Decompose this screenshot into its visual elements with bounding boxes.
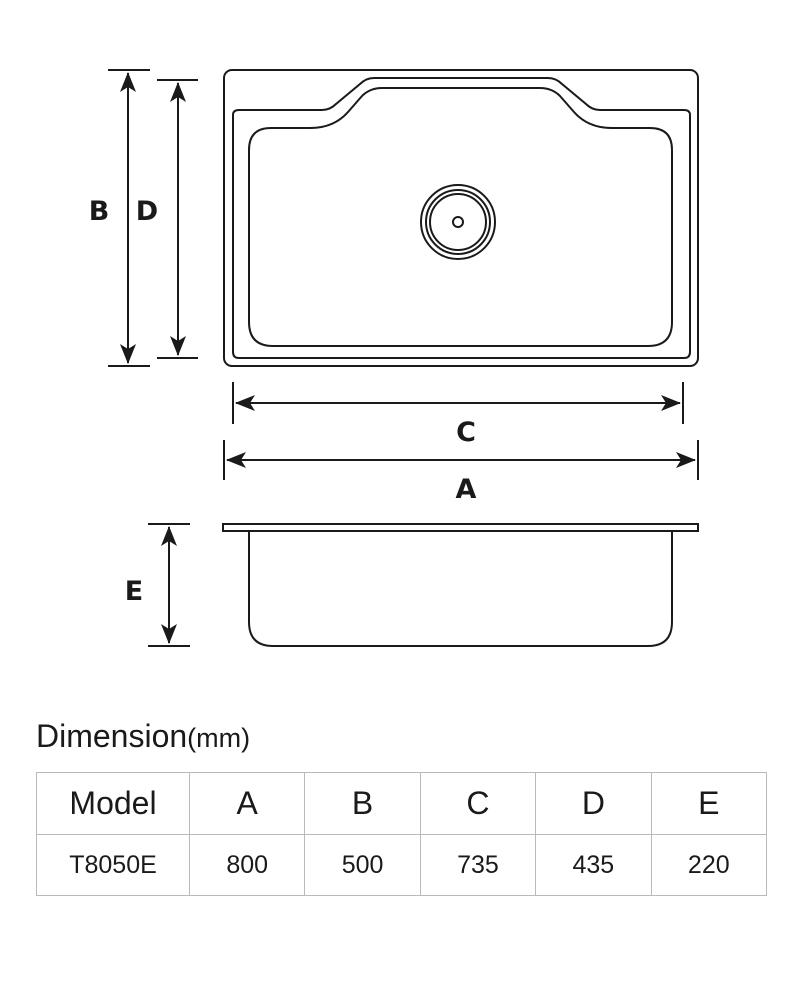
- dimension-e: [148, 523, 190, 647]
- dimension-e-label: E: [125, 576, 143, 607]
- header-d: D: [535, 772, 652, 835]
- sink-deck-edge: [232, 77, 691, 359]
- sink-bowl-edge: [248, 87, 673, 347]
- dimension-title-text: Dimension: [36, 718, 188, 754]
- cell-e: 220: [650, 834, 768, 896]
- table-row: T8050E 800 500 735 435 220: [36, 834, 768, 896]
- dimension-d-label: D: [136, 196, 158, 227]
- cell-model: T8050E: [36, 834, 190, 896]
- cell-b: 500: [304, 834, 421, 896]
- dimension-table: Model A B C D E T8050E 800 500 735 435 2…: [36, 772, 768, 896]
- dimension-c-label: C: [456, 417, 476, 448]
- sink-outer-rim: [223, 69, 699, 367]
- dimension-title-unit: (mm): [187, 723, 251, 753]
- dimension-d: [157, 79, 198, 359]
- header-e: E: [650, 772, 768, 835]
- cell-d: 435: [535, 834, 652, 896]
- header-a: A: [188, 772, 306, 835]
- drain-icon: [420, 184, 496, 260]
- cell-c: 735: [419, 834, 537, 896]
- dimension-a: [223, 440, 699, 480]
- header-c: C: [419, 772, 537, 835]
- dimension-c: [232, 382, 684, 424]
- table-header-row: Model A B C D E: [36, 772, 768, 835]
- dimension-b: [108, 69, 150, 367]
- header-model: Model: [36, 772, 190, 835]
- dimension-b-label: B: [89, 196, 110, 227]
- sink-side-view: [222, 523, 699, 647]
- dimension-a-label: A: [456, 474, 477, 505]
- dimension-title: Dimension(mm): [36, 718, 250, 755]
- sink-dimension-drawing: B D C A E: [89, 69, 699, 647]
- cell-a: 800: [188, 834, 306, 896]
- sink-side-bowl: [248, 531, 673, 647]
- header-b: B: [304, 772, 421, 835]
- sink-top-view: [223, 69, 699, 367]
- sink-side-flange: [222, 523, 699, 532]
